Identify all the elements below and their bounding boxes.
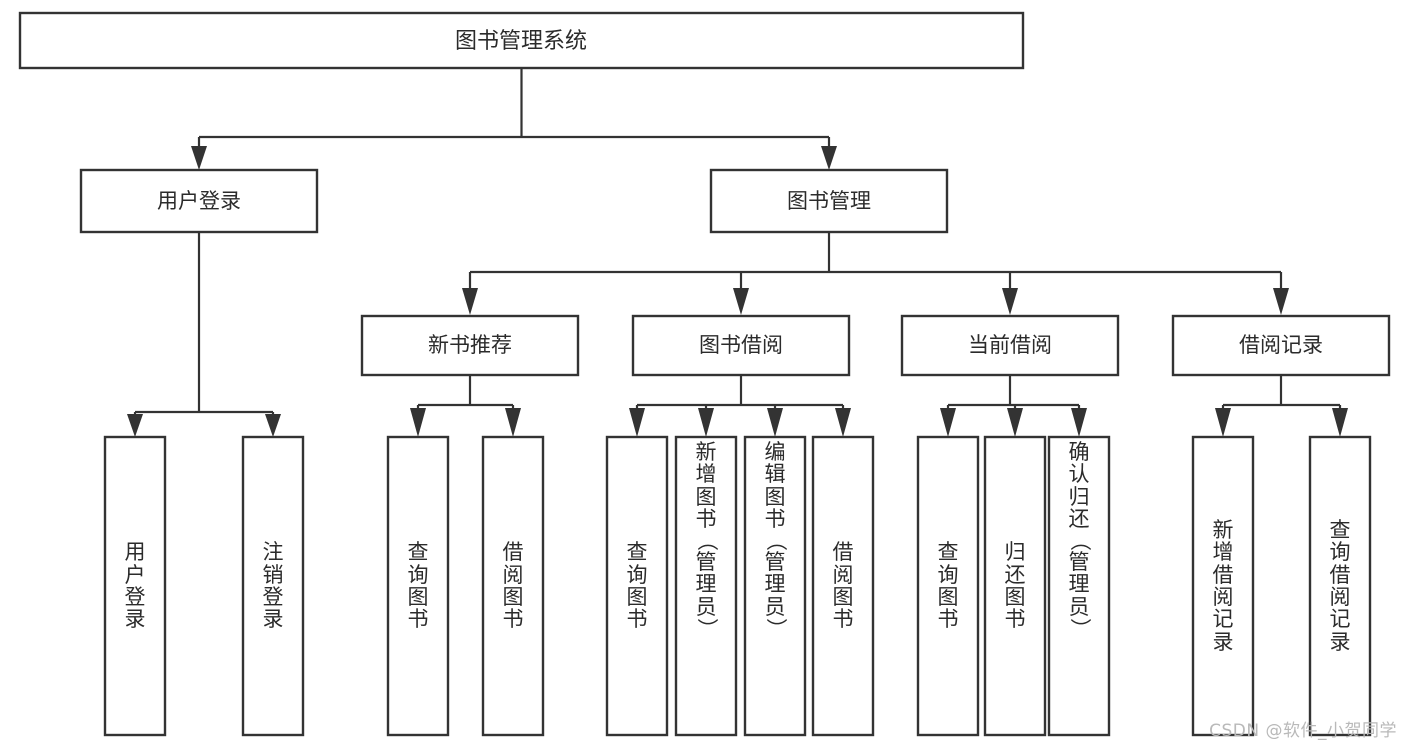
node-book-management-label: 图书管理 — [787, 189, 871, 213]
leaf-add-record-box[interactable] — [1191, 435, 1255, 737]
arrow-head-current-borrow — [1002, 288, 1018, 315]
arrow-head-leaf-query-book-1 — [410, 408, 426, 437]
node-current-borrow-box[interactable] — [900, 314, 1120, 377]
arrow-head-leaf-return-book — [1007, 408, 1023, 437]
leaf-borrow-book-2-box[interactable] — [811, 435, 875, 737]
node-book-management-box[interactable] — [709, 168, 949, 234]
arrow-head-leaf-query-record — [1332, 408, 1348, 437]
arrow-head-leaf-borrow-book-2 — [835, 408, 851, 437]
node-borrow-record-box[interactable] — [1171, 314, 1391, 377]
node-book-borrow-box[interactable] — [631, 314, 851, 377]
arrow-head-new-book-recommend — [462, 288, 478, 315]
leaf-logout-login-box[interactable] — [241, 435, 305, 737]
node-book-management[interactable]: 图书管理 — [709, 168, 949, 234]
node-root[interactable]: 图书管理系统 — [18, 11, 1025, 70]
leaf-query-book-2-box[interactable] — [605, 435, 669, 737]
leaf-query-record-box[interactable] — [1308, 435, 1372, 737]
node-book-borrow-label: 图书借阅 — [699, 333, 783, 357]
arrow-head-leaf-query-book-3 — [940, 408, 956, 437]
node-current-borrow[interactable]: 当前借阅 — [900, 314, 1120, 377]
arrow-head-leaf-edit-book — [767, 408, 783, 437]
arrow-head-leaf-add-book — [698, 408, 714, 437]
connector-group-new-book-recommend — [410, 375, 521, 437]
leaf-confirm-return-box[interactable] — [1047, 435, 1111, 737]
leaf-boxes — [103, 435, 1372, 737]
connector-group-book-management — [462, 232, 1289, 315]
connector-group-borrow-record — [1215, 375, 1348, 437]
node-user-login[interactable]: 用户登录 — [79, 168, 319, 234]
arrow-head-leaf-logout-login — [265, 414, 281, 437]
arrow-head-borrow-record — [1273, 288, 1289, 315]
leaf-user-login-box[interactable] — [103, 435, 167, 737]
node-root-box[interactable] — [18, 11, 1025, 70]
arrow-head-user-login — [191, 146, 207, 170]
arrow-head-leaf-add-record — [1215, 408, 1231, 437]
connector-group-current-borrow — [940, 375, 1087, 437]
node-new-book-recommend-box[interactable] — [360, 314, 580, 377]
arrow-head-book-management — [821, 146, 837, 170]
leaf-return-book-box[interactable] — [983, 435, 1047, 737]
leaf-query-book-1-box[interactable] — [386, 435, 450, 737]
arrow-head-book-borrow — [733, 288, 749, 315]
node-user-login-box[interactable] — [79, 168, 319, 234]
leaf-borrow-book-1-box[interactable] — [481, 435, 545, 737]
node-borrow-record[interactable]: 借阅记录 — [1171, 314, 1391, 377]
node-new-book-recommend[interactable]: 新书推荐 — [360, 314, 580, 377]
connector-group-book-borrow — [629, 375, 851, 437]
connector-group-user-login — [127, 232, 281, 437]
connector-group-root — [191, 68, 837, 170]
node-book-borrow[interactable]: 图书借阅 — [631, 314, 851, 377]
arrow-head-leaf-confirm-return — [1071, 408, 1087, 437]
node-current-borrow-label: 当前借阅 — [968, 333, 1052, 357]
leaf-query-book-3-box[interactable] — [916, 435, 980, 737]
node-borrow-record-label: 借阅记录 — [1239, 333, 1323, 357]
arrow-head-leaf-query-book-2 — [629, 408, 645, 437]
arrow-head-leaf-borrow-book-1 — [505, 408, 521, 437]
node-new-book-recommend-label: 新书推荐 — [428, 333, 512, 357]
node-root-label: 图书管理系统 — [455, 29, 587, 54]
leaf-add-book-box[interactable] — [674, 435, 738, 737]
arrow-head-leaf-user-login — [127, 414, 143, 437]
node-user-login-label: 用户登录 — [157, 189, 241, 213]
leaf-edit-book-box[interactable] — [743, 435, 807, 737]
